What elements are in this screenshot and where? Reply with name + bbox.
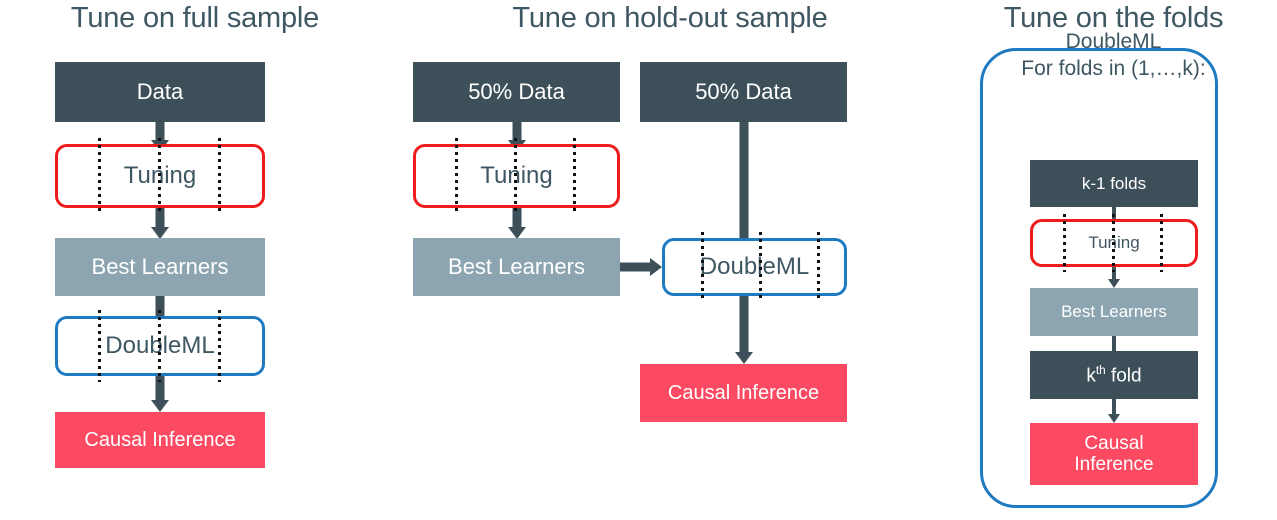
node-kth-fold-suffix: fold xyxy=(1105,365,1142,387)
node-data-right-label: 50% Data xyxy=(695,78,792,104)
node-best-learners: Best Learners xyxy=(1030,288,1198,336)
node-kth-fold-superscript: th xyxy=(1095,363,1106,377)
panel-title-the-folds: Tune on the folds xyxy=(1003,2,1224,34)
arrow-kth-fold-to-causal-inference xyxy=(1105,399,1123,423)
node-best-learners-label: Best Learners xyxy=(448,253,585,279)
arrow-shaft xyxy=(739,294,749,354)
fold-separator-1 xyxy=(455,138,458,214)
arrow-head xyxy=(151,227,169,239)
arrow-head xyxy=(151,400,169,412)
node-data-left-label: 50% Data xyxy=(468,78,565,104)
arrow-data-right-to-doubleml xyxy=(730,122,758,238)
node-causal-inference: Causal Inference xyxy=(55,412,265,468)
arrow-doubleml-to-causal-inference xyxy=(730,294,758,364)
node-data-left: 50% Data xyxy=(413,62,620,122)
node-best-learners: Best Learners xyxy=(55,238,265,296)
arrow-head xyxy=(1108,414,1120,423)
doubleml-loop-caption: DoubleML For folds in (1,…,k): xyxy=(950,28,1277,83)
arrow-head xyxy=(1108,279,1120,288)
fold-separator-5 xyxy=(759,232,762,302)
arrow-best-learners-to-doubleml xyxy=(620,257,662,277)
arrow-head xyxy=(650,258,662,276)
node-causal-inference-label: Causal Inference xyxy=(667,381,820,404)
fold-separator-5 xyxy=(158,310,161,382)
panel-tune-on-hold-out-sample: Tune on hold-out sample 50% Data Tuning … xyxy=(390,0,950,520)
node-best-learners-label: Best Learners xyxy=(91,253,229,279)
node-data-right: 50% Data xyxy=(640,62,847,122)
node-causal-inference-line2: Inference xyxy=(1074,454,1154,475)
arrow-shaft xyxy=(155,205,165,229)
arrow-shaft xyxy=(1112,266,1116,280)
arrow-shaft xyxy=(512,122,522,144)
fold-separator-2 xyxy=(514,138,517,214)
fold-separator-3 xyxy=(573,138,576,214)
node-best-learners: Best Learners xyxy=(413,238,620,296)
arrow-shaft xyxy=(155,374,165,402)
arrow-shaft xyxy=(155,122,165,144)
node-kth-fold: kth fold xyxy=(1030,351,1198,399)
node-k-minus-1-folds-label: k-1 folds xyxy=(1081,173,1147,193)
node-kth-fold-prefix: k xyxy=(1086,365,1096,387)
fold-separator-1 xyxy=(1063,214,1066,272)
arrow-shaft xyxy=(155,296,165,316)
fold-separator-2 xyxy=(158,138,161,214)
doubleml-loop-caption-line1: DoubleML xyxy=(1065,30,1162,53)
arrow-tuning-to-best-learners xyxy=(503,205,531,239)
node-causal-inference: Causal Inference xyxy=(1030,423,1198,485)
node-data-label: Data xyxy=(136,78,184,104)
arrow-shaft xyxy=(1112,336,1116,351)
doubleml-loop-caption-line2: For folds in (1,…,k): xyxy=(1021,57,1206,81)
arrow-best-learners-to-kth-fold xyxy=(1105,336,1123,351)
fold-separator-3 xyxy=(218,138,221,214)
node-doubleml-label: DoubleML xyxy=(699,252,810,280)
arrow-shaft xyxy=(1112,399,1116,415)
arrow-head xyxy=(735,352,753,364)
fold-separator-4 xyxy=(98,310,101,382)
arrow-tuning-to-best-learners xyxy=(1105,266,1123,288)
arrow-best-learners-to-doubleml xyxy=(146,296,174,320)
fold-separator-6 xyxy=(817,232,820,302)
node-doubleml: DoubleML xyxy=(662,238,847,296)
node-kth-fold-label: kth fold xyxy=(1086,364,1141,387)
fold-separator-1 xyxy=(98,138,101,214)
fold-separator-2 xyxy=(1112,214,1115,272)
arrow-head xyxy=(508,227,526,239)
arrow-shaft xyxy=(739,122,749,238)
arrow-doubleml-to-causal-inference xyxy=(146,374,174,412)
node-k-minus-1-folds: k-1 folds xyxy=(1030,160,1198,207)
arrow-tuning-to-best-learners xyxy=(146,205,174,239)
node-data: Data xyxy=(55,62,265,122)
node-causal-inference: Causal Inference xyxy=(640,364,847,422)
arrow-shaft xyxy=(620,262,652,272)
arrow-shaft xyxy=(512,205,522,229)
node-causal-inference-line1: Causal xyxy=(1084,432,1144,454)
panel-title-hold-out-sample: Tune on hold-out sample xyxy=(512,2,828,34)
node-causal-inference-label: Causal Inference xyxy=(84,428,236,451)
fold-separator-6 xyxy=(218,310,221,382)
panel-tune-on-full-sample: Tune on full sample Data Tuning Best Lea… xyxy=(0,0,390,520)
fold-separator-3 xyxy=(1160,214,1163,272)
panel-title-full-sample: Tune on full sample xyxy=(70,2,320,34)
fold-separator-4 xyxy=(701,232,704,302)
panel-tune-on-the-folds: Tune on the folds DoubleML For folds in … xyxy=(950,0,1277,520)
node-best-learners-label: Best Learners xyxy=(1061,302,1167,322)
